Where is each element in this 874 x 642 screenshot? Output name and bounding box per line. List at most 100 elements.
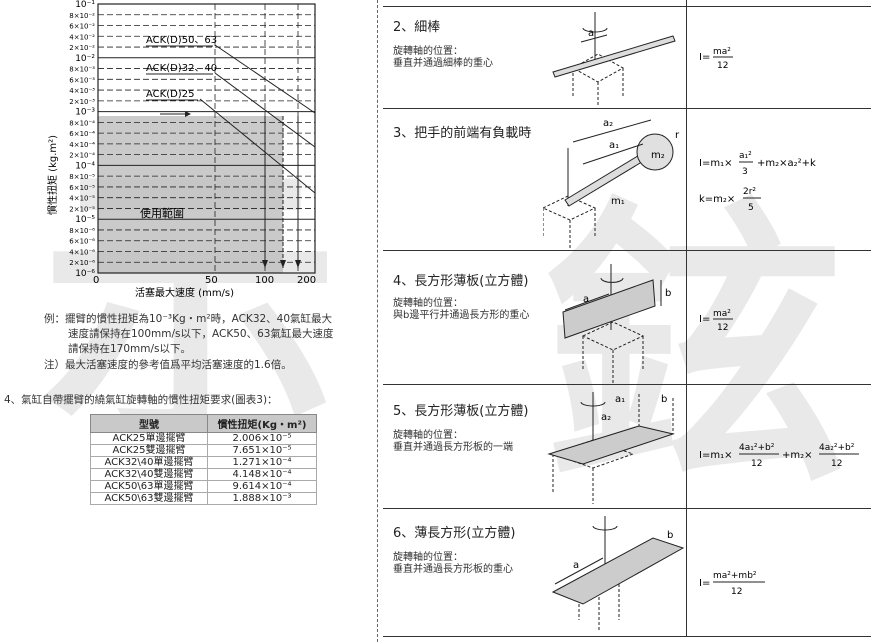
y-tick-label: 4×10⁻⁴ bbox=[69, 141, 95, 149]
thin-rect-figure: a b bbox=[551, 516, 685, 630]
dim-a1-label: a₁ bbox=[615, 394, 625, 405]
thin-rod-figure: a bbox=[552, 12, 676, 106]
axis-position-desc: 垂直并通過長方形板的重心 bbox=[393, 564, 513, 575]
y-tick-label: 6×10⁻⁴ bbox=[69, 130, 95, 138]
dim-a2-label: a₂ bbox=[603, 118, 613, 129]
axis-position-label: 旋轉軸的位置： bbox=[393, 430, 463, 441]
formula-plate-end: I=m₁× 4a₁²+b² 12 +m₂× 4a₂²+b² 12 bbox=[699, 443, 859, 469]
formula-lhs: I= bbox=[699, 52, 710, 63]
table-cell-value: 1.888×10⁻³ bbox=[207, 492, 317, 505]
section-4-title: 4、氣缸自帶擺臂的繞氣缸旋轉軸的慣性扭矩要求(圖表3)： bbox=[4, 394, 278, 406]
table-cell-value: 9.614×10⁻⁴ bbox=[207, 480, 317, 493]
y-tick-label: 8×10⁻² bbox=[69, 12, 95, 20]
dim-a-label: a bbox=[588, 28, 594, 39]
dim-a-label: a bbox=[573, 560, 579, 571]
formula-numerator-2: 4a₂²+b² bbox=[819, 443, 855, 453]
y-tick-label: 8×10⁻⁶ bbox=[69, 227, 95, 235]
table-header-inertia: 慣性扭矩(Kg・m²) bbox=[207, 414, 317, 433]
axis-position-label: 旋轉軸的位置： bbox=[393, 552, 463, 563]
formula-denominator: 12 bbox=[717, 323, 728, 333]
mass-m2-label: m₂ bbox=[651, 150, 665, 161]
formula-thin-rect: I= ma²+mb² 12 bbox=[699, 571, 765, 597]
mass-m1-label: m₁ bbox=[611, 196, 625, 207]
table-cell-model: ACK32\40雙邊擺臂 bbox=[90, 468, 208, 481]
formula-k-lhs: k=m₂× bbox=[699, 194, 735, 205]
x-tick-0: 0 bbox=[93, 275, 99, 286]
y-tick-label: 10⁻² bbox=[75, 54, 95, 64]
note-line: 注）最大活塞速度的參考值爲平均活塞速度的1.6倍。 bbox=[44, 359, 292, 371]
formula-numerator: a₁² bbox=[739, 151, 752, 161]
table-cell-model: ACK50\63單邊擺臂 bbox=[90, 480, 208, 493]
formula-denominator-1: 12 bbox=[751, 459, 762, 469]
example-line-2: 速度請保持在100mm/s以下，ACK50、63氣缸最大速度 bbox=[68, 328, 334, 340]
case-title: 6、薄長方形(立方體) bbox=[393, 526, 516, 541]
series-label-50-63: ACK(D)50、63 bbox=[146, 35, 217, 46]
formula-lhs: I= bbox=[699, 578, 710, 589]
y-tick-label: 6×10⁻² bbox=[69, 23, 95, 31]
usage-range-area bbox=[98, 116, 283, 273]
area-label: 使用範圍 bbox=[140, 206, 184, 220]
y-axis-label: 慣性扭矩 (kg.m²) bbox=[46, 135, 59, 215]
y-tick-label: 10⁻⁵ bbox=[75, 215, 95, 225]
case-row-plate-parallel: 4、長方形薄板(立方體) 旋轉軸的位置： 與b邊平行并通過長方形的重心 b a … bbox=[383, 250, 871, 385]
case-title: 5、長方形薄板(立方體) bbox=[393, 404, 529, 419]
case-row-thin-rod: 2、細棒 旋轉軸的位置： 垂直并通過細棒的重心 a I= ma² 12 bbox=[383, 6, 871, 109]
dim-b-label: b bbox=[661, 394, 667, 405]
guide-arrowhead-170 bbox=[280, 260, 286, 268]
y-tick-label: 6×10⁻⁵ bbox=[69, 184, 95, 192]
case-row-plate-end: 5、長方形薄板(立方體) 旋轉軸的位置： 垂直并通過長方形板的一端 a₁ a₂ … bbox=[383, 384, 871, 509]
dim-b-label: b bbox=[667, 530, 673, 541]
dim-a1-label: a₁ bbox=[609, 140, 619, 151]
y-tick-label: 2×10⁻⁴ bbox=[69, 152, 95, 160]
dim-b-label: b bbox=[665, 288, 671, 299]
formula-denominator: 3 bbox=[742, 167, 748, 177]
table-cell-value: 7.651×10⁻⁵ bbox=[207, 444, 317, 457]
y-tick-label: 4×10⁻² bbox=[69, 33, 95, 41]
plate-end-figure: a₁ a₂ b bbox=[547, 392, 675, 504]
axis-position-label: 旋轉軸的位置： bbox=[393, 46, 463, 57]
guide-arrowhead-100 bbox=[262, 260, 268, 268]
y-tick-label: 10⁻³ bbox=[75, 108, 95, 118]
formula-handle-load: I=m₁× a₁² 3 +m₂×a₂²+k k=m₂× 2r² 5 bbox=[699, 151, 816, 213]
formula-denominator: 12 bbox=[731, 587, 742, 597]
dim-a2-label: a₂ bbox=[601, 412, 611, 423]
formula-lhs: I=m₁× bbox=[699, 158, 732, 169]
series-line-25 bbox=[199, 98, 316, 194]
formula-plate-parallel: I= ma² 12 bbox=[699, 309, 733, 333]
axis-position-label: 旋轉軸的位置： bbox=[393, 298, 463, 309]
y-tick-label: 10⁻⁶ bbox=[75, 269, 95, 279]
y-tick-label: 4×10⁻⁶ bbox=[69, 248, 95, 256]
formula-k-numerator: 2r² bbox=[743, 187, 756, 197]
formula-numerator-1: 4a₁²+b² bbox=[739, 443, 775, 453]
x-axis-label: 活塞最大速度 (mm/s) bbox=[135, 286, 234, 299]
x-tick-200: 200 bbox=[297, 275, 316, 286]
table-cell-value: 2.006×10⁻⁵ bbox=[207, 432, 317, 445]
plate-parallel-figure: b a bbox=[562, 264, 671, 384]
axis-position-desc: 與b邊平行并通過長方形的重心 bbox=[393, 310, 530, 321]
case-title: 2、細棒 bbox=[393, 20, 441, 35]
y-grid bbox=[98, 3, 315, 274]
formula-k-denominator: 5 bbox=[748, 203, 754, 213]
table-cell-model: ACK25雙邊擺臂 bbox=[90, 444, 208, 457]
series-label-25: ACK(D)25 bbox=[146, 89, 194, 100]
y-tick-label: 2×10⁻² bbox=[69, 44, 95, 52]
radius-label: r bbox=[675, 130, 680, 141]
table-header-model: 型號 bbox=[90, 414, 208, 433]
formula-thin-rod: I= ma² 12 bbox=[699, 47, 733, 71]
example-line-1: 例：擺臂的慣性扭矩為10⁻³Kg・m²時，ACK32、40氣缸最大 bbox=[44, 313, 333, 325]
example-line-3: 請保持在170mm/s以下。 bbox=[68, 343, 192, 355]
dim-a-label: a bbox=[583, 294, 589, 305]
formula-numerator: ma² bbox=[713, 47, 731, 57]
guide-arrowhead-200 bbox=[295, 260, 301, 268]
y-tick-label: 6×10⁻³ bbox=[69, 76, 95, 84]
table-cell-model: ACK25單邊擺臂 bbox=[90, 432, 208, 445]
formula-numerator: ma²+mb² bbox=[713, 571, 757, 581]
y-tick-label: 4×10⁻³ bbox=[69, 87, 95, 95]
case-title: 3、把手的前端有負載時 bbox=[393, 126, 532, 141]
